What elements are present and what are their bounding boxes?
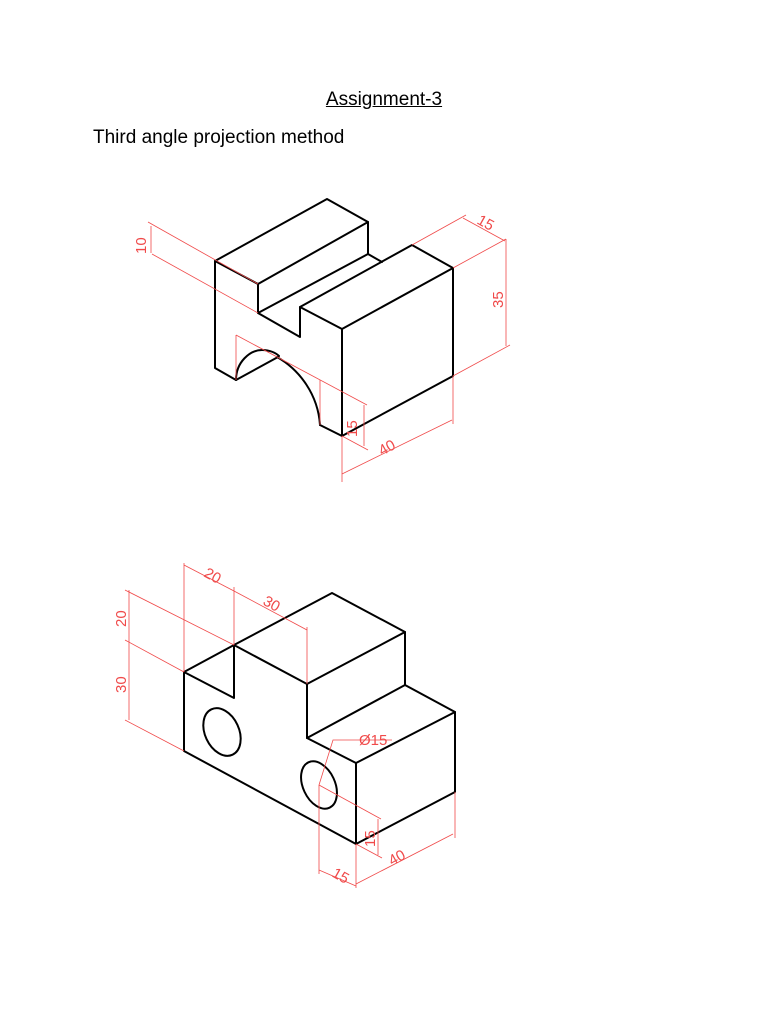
assignment-subtitle: Third angle projection method bbox=[93, 127, 345, 148]
dim-label-hole-diameter: Ø15 bbox=[359, 732, 387, 749]
dim-label-40: 40 bbox=[376, 437, 399, 460]
dim-label-15-bottom: 15 bbox=[329, 865, 352, 888]
dim-label-15-step: 15 bbox=[362, 830, 379, 847]
dim-label-10: 10 bbox=[133, 237, 150, 254]
dim-label-40: 40 bbox=[386, 847, 409, 870]
figure2-dimension-lines bbox=[124, 563, 456, 888]
dim-label-30-top: 30 bbox=[260, 593, 283, 616]
dim-label-20-left: 20 bbox=[113, 610, 130, 627]
assignment-title: Assignment-3 bbox=[325, 89, 443, 110]
dim-label-15-arch: 15 bbox=[344, 420, 361, 437]
figure1-object-lines bbox=[214, 198, 454, 437]
dim-label-15-top: 15 bbox=[474, 212, 497, 235]
dim-label-30-left: 30 bbox=[113, 676, 130, 693]
dim-label-35: 35 bbox=[490, 291, 507, 308]
figure2-object-lines bbox=[183, 592, 456, 845]
figure1-dimension-lines bbox=[147, 214, 511, 482]
dim-label-20-top: 20 bbox=[201, 565, 224, 588]
